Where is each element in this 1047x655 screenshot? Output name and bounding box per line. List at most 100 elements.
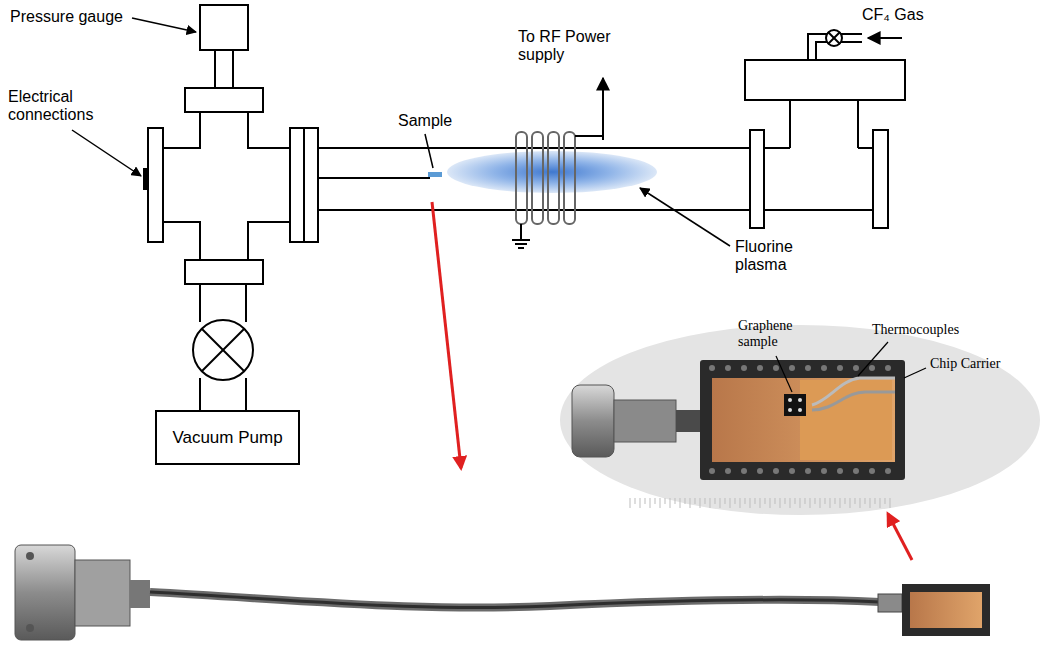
label-text: CF₄ Gas	[862, 6, 952, 24]
ruler-ticks-line	[630, 498, 631, 508]
ruler-ticks-line	[735, 498, 736, 504]
fluorine-plasma	[447, 151, 657, 193]
sample-holder-photo-rect	[15, 545, 75, 640]
inset-photo-g-circle	[709, 468, 715, 474]
sample-holder-photo-path	[150, 592, 880, 608]
label-text: Thermocouples	[872, 322, 992, 338]
pressure-gauge-rect	[185, 88, 263, 112]
inset-photo-line	[904, 368, 926, 378]
label-text: Graphene sample	[738, 318, 810, 350]
inset-photo-g-circle	[885, 468, 891, 474]
gas-inlet	[808, 30, 902, 60]
inset-photo-g-circle	[725, 468, 731, 474]
label-text: Pressure gauge	[10, 8, 135, 26]
plasma-tube-line	[318, 147, 750, 149]
inset-photo-g-circle	[757, 468, 763, 474]
ruler-ticks-line	[715, 498, 716, 504]
inset-photo-g-circle	[725, 365, 731, 371]
electrical-feedthrough	[143, 168, 149, 190]
pressure-gauge	[185, 5, 263, 112]
ruler-ticks-line	[760, 498, 761, 508]
inset-photo-g-circle	[709, 365, 715, 371]
ruler-ticks-line	[695, 498, 696, 504]
ruler-ticks-line	[890, 498, 891, 508]
inset-photo-path	[812, 392, 895, 410]
pump-line-line	[202, 329, 244, 371]
inset-photo-circle	[798, 398, 802, 402]
ruler-ticks-line	[680, 498, 681, 508]
rf-coil-path	[520, 224, 522, 240]
pump-line-circle	[193, 320, 253, 380]
ruler-ticks-line	[830, 498, 831, 508]
inset-photo-g-circle	[805, 468, 811, 474]
inset-photo-g-circle	[869, 365, 875, 371]
sample-holder-photo-rect	[910, 592, 982, 628]
vacuum-cross-rect	[304, 128, 318, 242]
ruler-ticks-line	[810, 498, 811, 508]
inset-photo-line	[858, 342, 888, 376]
plasma-tube-rect	[873, 130, 888, 228]
vacuum-cross-path	[163, 112, 200, 148]
ruler-ticks-line	[755, 498, 756, 504]
gas-inlet-line	[828, 32, 840, 44]
sample-holder-photo-circle	[26, 552, 34, 560]
ruler-ticks-line	[740, 498, 741, 508]
inset-photo-g-circle	[757, 365, 763, 371]
rf-coil-rect	[564, 132, 575, 224]
inset-photo	[560, 325, 1040, 515]
ruler-ticks-line	[785, 498, 786, 504]
gas-inlet-line	[868, 37, 902, 39]
rf-coil-line	[518, 247, 524, 249]
pressure-gauge-rect	[215, 50, 233, 88]
leader-arrows-line	[132, 18, 196, 32]
inset-photo-g-circle	[853, 468, 859, 474]
ruler-ticks	[630, 498, 890, 508]
label-text: Chip Carrier	[930, 356, 1035, 372]
rf-coil-line	[515, 243, 527, 245]
ruler-ticks-line	[845, 498, 846, 504]
plasma-tube-rect	[745, 60, 905, 100]
pump-line	[185, 260, 263, 410]
leader-arrows-line	[72, 130, 141, 176]
ruler-ticks-line	[660, 498, 661, 508]
gas-inlet-line	[828, 32, 840, 44]
ruler-ticks-line	[690, 498, 691, 508]
ruler-ticks-line	[860, 498, 861, 508]
sample-holder-photo	[15, 545, 990, 640]
ruler-ticks-line	[800, 498, 801, 508]
inset-photo-rect	[614, 400, 676, 442]
inset-photo-rect	[784, 394, 806, 416]
pump-box: Vacuum Pump	[155, 410, 300, 465]
inset-photo-g-circle	[789, 468, 795, 474]
plasma-tube-line	[789, 100, 791, 148]
label-text: Sample	[398, 112, 460, 130]
vacuum-cross-rect	[148, 128, 163, 242]
plasma-tube-line	[764, 147, 790, 149]
inset-photo-g-circle	[789, 365, 795, 371]
rf-coil	[512, 78, 603, 248]
sample-holder-photo-rect	[878, 594, 902, 612]
ruler-ticks-line	[730, 498, 731, 508]
sample-holder-photo-path	[150, 592, 880, 608]
ruler-ticks-line	[640, 498, 641, 508]
node-text: Vacuum Pump	[172, 428, 282, 448]
label-text: To RF Power supply	[518, 28, 628, 65]
ruler-ticks-line	[765, 498, 766, 504]
plasma-tube-rect	[750, 130, 764, 228]
rf-coil-line	[602, 78, 604, 136]
inset-photo-g-circle	[741, 468, 747, 474]
ruler-ticks-line	[805, 498, 806, 504]
pressure-gauge-rect	[200, 5, 248, 50]
ruler-ticks-line	[865, 498, 866, 504]
pump-line-line	[202, 329, 244, 371]
ruler-ticks-line	[745, 498, 746, 504]
ruler-ticks-line	[710, 498, 711, 508]
inset-photo-g-circle	[869, 468, 875, 474]
inset-photo-g-circle	[773, 365, 779, 371]
ruler-ticks-line	[705, 498, 706, 504]
zoom-arrow	[888, 514, 912, 560]
pump-line-line	[199, 378, 201, 410]
vacuum-cross-rect	[290, 128, 304, 242]
ruler-ticks-line	[720, 498, 721, 508]
